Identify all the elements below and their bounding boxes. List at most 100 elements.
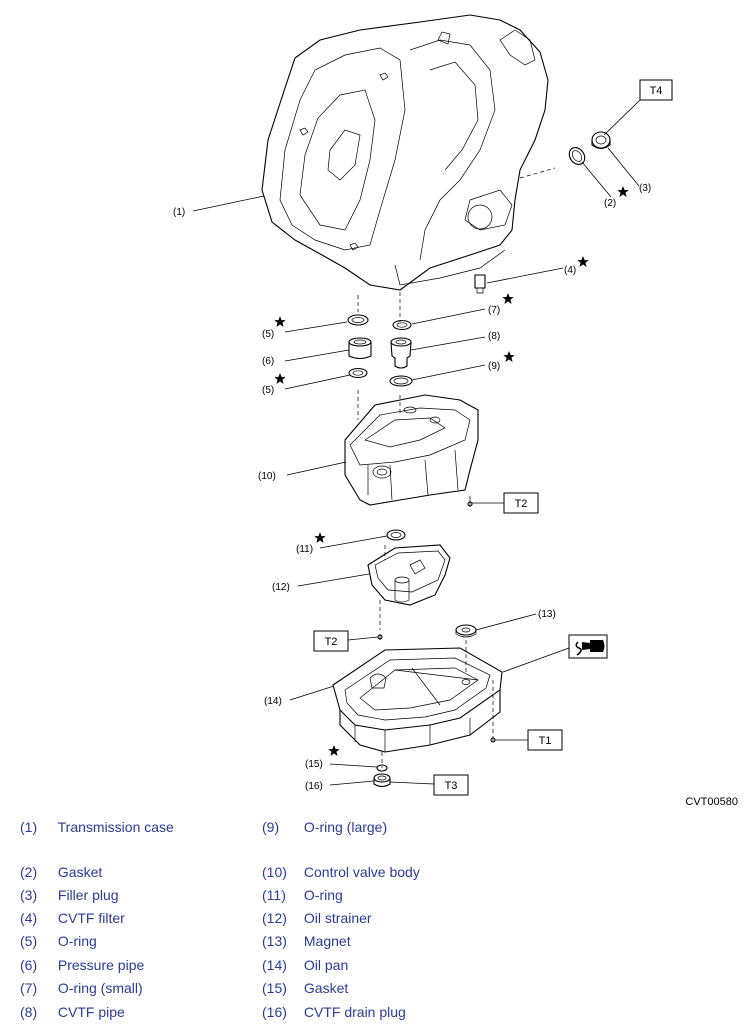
callout-2: (2) [604,198,616,209]
filler-plug [591,131,611,150]
legend-item-14: (14) Oil pan [262,957,348,973]
cvtf-drain-plug [373,773,391,788]
legend-item-15: (15) Gasket [262,980,348,996]
sealant-icon [568,634,608,659]
legend-label: O-ring [57,933,97,949]
legend-label: Oil strainer [303,910,372,926]
callout-3: (3) [639,183,651,194]
torque-box-t2-lower: T2 [313,630,349,652]
control-valve-body [344,394,479,507]
callout-7: (7) [488,305,500,316]
legend-item-13: (13) Magnet [262,933,351,949]
legend-item-12: (12) Oil strainer [262,910,372,926]
figure-id: CVT00580 [685,796,738,805]
legend-label: Pressure pipe [57,957,145,973]
legend-num: (14) [262,957,287,973]
torque-label-t2-lower: T2 [325,636,338,648]
legend-label: Oil pan [303,957,349,973]
legend-item-7: (7) O-ring (small) [20,980,143,996]
oil-strainer [367,544,451,640]
legend-label: Filler plug [57,887,119,903]
legend-label: Gasket [57,864,103,880]
legend-label: CVTF filter [57,910,125,926]
star-icon [502,293,514,304]
legend-num: (15) [262,980,287,996]
exploded-view-diagram: (1) (2) (3) (4) (5) (5) (6) (7) (8) (9) … [173,14,738,805]
callout-5-lower: (5) [262,385,274,396]
legend-item-3: (3) Filler plug [20,887,119,903]
o-ring-5-upper [347,314,369,326]
legend-num: (1) [20,819,38,835]
callout-5-upper: (5) [262,329,274,340]
torque-box-t2-upper: T2 [503,492,539,514]
legend-num: (4) [20,910,38,926]
o-ring-11 [386,529,406,541]
legend-item-6: (6) Pressure pipe [20,957,144,973]
legend-item-4: (4) CVTF filter [20,910,125,926]
torque-label-t2-upper: T2 [515,498,528,510]
callout-12: (12) [272,582,290,593]
legend-item-5: (5) O-ring [20,933,97,949]
callout-15: (15) [305,759,323,770]
magnet [455,624,477,638]
star-icon [617,186,629,197]
star-icon [328,745,340,756]
callout-1: (1) [173,207,185,218]
legend-num: (7) [20,980,38,996]
legend-label: Gasket [303,980,349,996]
legend-num: (9) [262,819,280,835]
leader-lines [192,99,641,786]
legend-num: (3) [20,887,38,903]
torque-box-t3: T3 [433,774,469,796]
legend-item-11: (11) O-ring [262,887,343,903]
torque-label-t4: T4 [650,85,663,97]
star-icon [577,256,589,267]
legend-num: (16) [262,1004,287,1020]
callout-14: (14) [264,696,282,707]
legend-label: O-ring (small) [57,980,143,996]
legend-item-9: (9) O-ring (large) [262,819,387,835]
callout-10: (10) [258,471,276,482]
callout-16: (16) [305,781,323,792]
pressure-pipe [348,337,372,360]
star-icon [274,316,286,327]
callout-9: (9) [488,361,500,372]
torque-label-t1: T1 [539,735,552,747]
legend-num: (13) [262,933,287,949]
o-ring-small [392,319,412,331]
legend-item-10: (10) Control valve body [262,864,420,880]
callout-11: (11) [296,544,313,555]
legend-num: (2) [20,864,38,880]
torque-label-t3: T3 [445,780,458,792]
gasket-2 [568,147,586,165]
legend-item-2: (2) Gasket [20,864,102,880]
legend-label: Transmission case [57,819,174,835]
legend-label: O-ring (large) [303,819,388,835]
legend-num: (8) [20,1004,38,1020]
legend-label: Control valve body [303,864,420,880]
torque-box-t1: T1 [527,729,563,751]
callout-8: (8) [488,331,500,342]
transmission-case [261,14,556,291]
legend-label: CVTF drain plug [303,1004,406,1020]
gasket-15 [376,764,388,772]
torque-box-t4: T4 [639,79,673,101]
legend-label: CVTF pipe [57,1004,125,1020]
legend-item-16: (16) CVTF drain plug [262,1004,406,1020]
o-ring-large [389,375,413,387]
o-ring-5-lower [348,367,368,379]
callout-4: (4) [564,265,576,276]
oil-pan [332,647,503,753]
legend-item-1: (1) Transmission case [20,819,174,835]
cvtf-pipe [390,337,412,369]
legend-num: (10) [262,864,287,880]
star-icon [274,373,286,384]
callout-13: (13) [538,609,556,620]
star-icon [314,532,326,543]
star-icon [503,351,515,362]
legend-num: (11) [262,887,286,903]
legend-item-8: (8) CVTF pipe [20,1004,125,1020]
legend-label: Magnet [303,933,351,949]
legend-label: O-ring [303,887,343,903]
callout-6: (6) [262,356,274,367]
